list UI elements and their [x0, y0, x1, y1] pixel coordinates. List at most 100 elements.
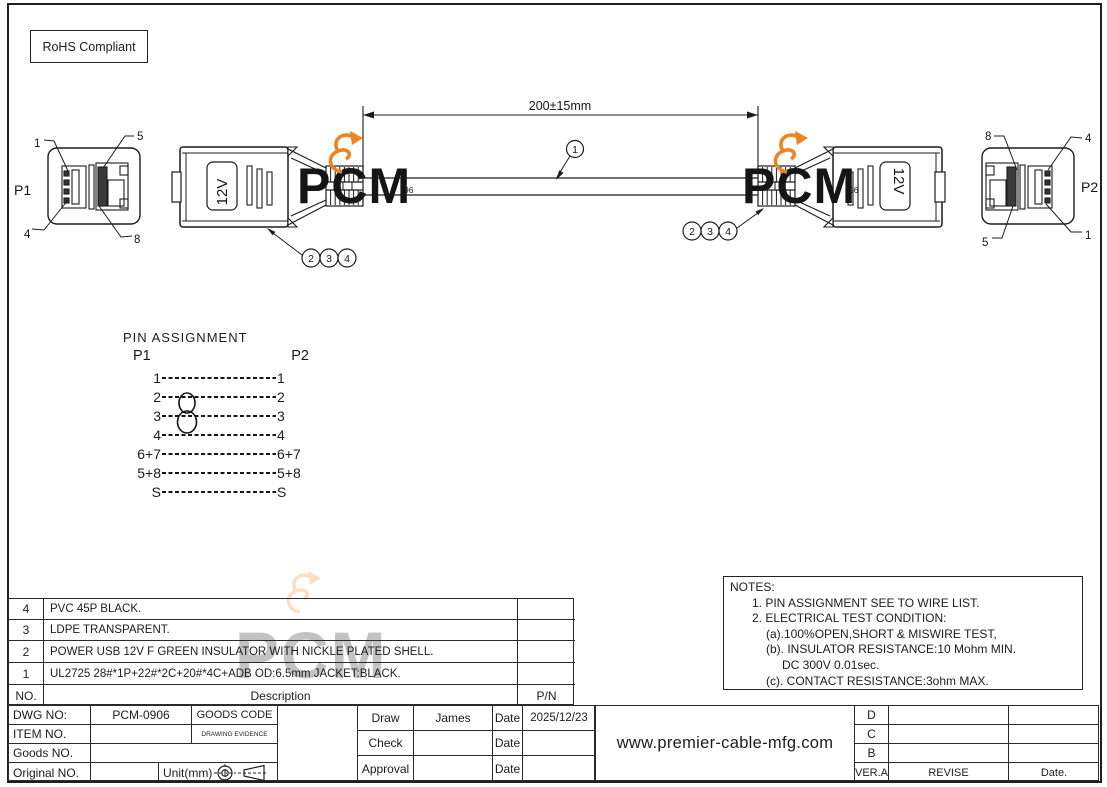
p2-pin-8: 8: [985, 131, 991, 143]
callout-group-left: [267, 228, 357, 268]
cable: [363, 177, 758, 196]
svg-text:PCM: PCM: [235, 618, 388, 692]
draw-name: James: [414, 706, 493, 731]
part-pn: [518, 599, 575, 620]
title-block-left: DWG NO: PCM-0906 GOODS CODE ITEM NO. DRA…: [8, 705, 359, 782]
part-description: LDPE TRANSPARENT.: [44, 620, 518, 641]
p1-column-header: P1: [133, 348, 151, 364]
callout-4-right: 4: [725, 226, 731, 238]
p1-label: P1: [14, 182, 31, 198]
draw-label: Draw: [358, 706, 414, 731]
dimension-label: 200±15mm: [529, 99, 591, 113]
title-block-signatures: Draw James Date 2025/12/23 Check Date Ap…: [358, 705, 595, 782]
callout-1: [556, 139, 585, 180]
rev-letter: B: [855, 744, 889, 763]
p1-pin-4: 4: [24, 229, 31, 241]
right-connector-body: [794, 146, 946, 228]
drawing-evidence-label: DRAWING EVIDENCE: [192, 725, 278, 744]
item-no-value: [91, 725, 192, 744]
p2-column-header: P2: [291, 348, 309, 364]
callout-4-left: 4: [344, 253, 350, 265]
p2-pin-5: 5: [982, 237, 988, 249]
rev-date: [1009, 725, 1099, 744]
revise-label: REVISE: [889, 763, 1009, 782]
part-pn: [518, 663, 575, 685]
note-line: (b). INSULATOR RESISTANCE:10 Mohm MIN.: [766, 642, 1017, 657]
original-no-value: [91, 763, 159, 782]
svg-text:PCM: PCM: [297, 158, 411, 214]
svg-text:96: 96: [404, 185, 414, 195]
check-date-label: Date: [493, 731, 523, 756]
right-12v-label: 12V: [890, 168, 907, 195]
pcm-watermark-faint: PCM: [235, 571, 388, 692]
rev-date: [1009, 744, 1099, 763]
dwg-no-value: PCM-0906: [91, 706, 192, 725]
left-crimp-boot: [325, 165, 364, 207]
revise-date-label: Date.: [1040, 766, 1068, 779]
unit-cell: Unit(mm): [159, 763, 278, 782]
part-no: 4: [9, 599, 44, 620]
original-no-label: Original NO.: [9, 763, 91, 782]
p1-pin-8: 8: [134, 234, 140, 246]
twisted-pair-icon: [176, 392, 198, 434]
part-description: POWER USB 12V F GREEN INSULATOR WITH NIC…: [44, 641, 518, 663]
note-line: DC 300V 0.01sec.: [782, 657, 880, 672]
rev-letter: D: [855, 706, 889, 725]
pin-assignment-headers: P1 P2: [123, 348, 315, 368]
approval-date-value: [523, 756, 595, 782]
note-line: 1. PIN ASSIGNMENT SEE TO WIRE LIST.: [752, 595, 980, 610]
pin-assignment-title: PIN ASSIGNMENT: [123, 330, 248, 345]
check-date-value: [523, 731, 595, 756]
rev-desc: [889, 744, 1009, 763]
goods-code-label: GOODS CODE: [192, 706, 278, 725]
parts-header-no: NO.: [9, 685, 44, 706]
ver-label: VER.A: [855, 763, 889, 782]
part-pn: [518, 641, 575, 663]
goods-no-label: Goods NO.: [9, 744, 91, 763]
part-no: 3: [9, 620, 44, 641]
projection-cone-icon: [238, 764, 269, 781]
callout-1-number: 1: [572, 144, 578, 156]
revision-table: D C B VER.A REVISE Date.: [855, 705, 1099, 782]
part-description: UL2725 28#*1P+22#*2C+20#*4C+ADB OD:6.5mm…: [44, 663, 518, 685]
p2-face-view: [981, 135, 1083, 239]
rev-desc: [889, 706, 1009, 725]
check-name: [414, 731, 493, 756]
left-12v-label: 12V: [214, 179, 231, 206]
notes-title: NOTES:: [730, 580, 775, 594]
empty-cell: [278, 706, 359, 782]
check-label: Check: [358, 731, 414, 756]
rohs-compliant-box: RoHS Compliant: [30, 30, 148, 63]
website-text: www.premier-cable-mfg.com: [616, 733, 834, 752]
p1-face-view: [31, 135, 141, 238]
dimension-200mm: [362, 106, 759, 170]
unit-label: Unit(mm): [163, 765, 213, 780]
rev-date: [1009, 706, 1099, 725]
parts-header-pn: P/N: [536, 688, 557, 703]
part-description: PVC 45P BLACK.: [44, 599, 518, 620]
approval-date-label: Date: [493, 756, 523, 782]
notes-box: NOTES: 1. PIN ASSIGNMENT SEE TO WIRE LIS…: [723, 576, 1083, 690]
parts-table: 4 PVC 45P BLACK. 3 LDPE TRANSPARENT. 2 P…: [8, 598, 575, 706]
approval-label: Approval: [358, 756, 414, 782]
part-no: 2: [9, 641, 44, 663]
svg-text:PCM: PCM: [742, 158, 856, 214]
projection-circle-icon: [214, 763, 237, 782]
drawing-border-frame: [7, 3, 1102, 783]
callout-2-left: 2: [308, 253, 314, 265]
callout-3-left: 3: [326, 253, 332, 265]
pcm-watermark-right: PCM 96: [742, 131, 859, 214]
callout-group-right: [682, 208, 764, 241]
goods-no-value: [91, 744, 278, 763]
p1-pin-1: 1: [34, 138, 40, 150]
p2-pin-1: 1: [1085, 230, 1091, 242]
